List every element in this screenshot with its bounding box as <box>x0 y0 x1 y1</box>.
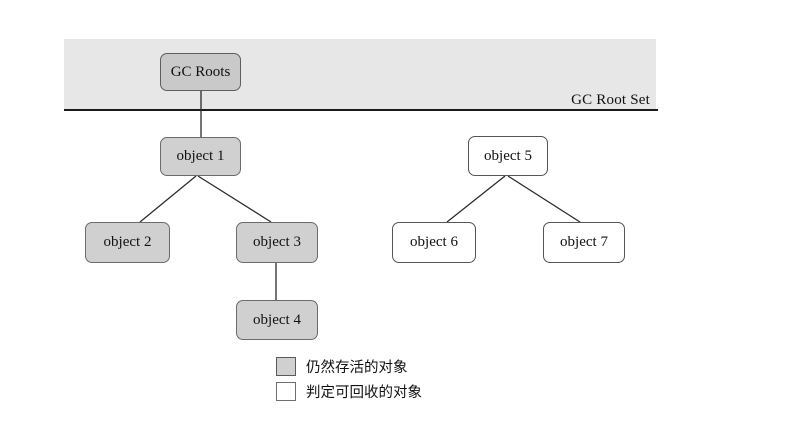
node-label: object 7 <box>560 234 608 250</box>
legend-item-dead: 判定可回收的对象 <box>276 379 422 404</box>
node-gc-roots[interactable]: GC Roots <box>160 53 241 91</box>
node-object2[interactable]: object 2 <box>85 222 170 263</box>
node-object7[interactable]: object 7 <box>543 222 625 263</box>
legend-swatch-dead-icon <box>276 382 296 401</box>
gc-root-set-label: GC Root Set <box>571 92 650 108</box>
edge-object1-to-object2 <box>139 175 197 223</box>
node-object1[interactable]: object 1 <box>160 137 241 176</box>
legend-label-dead: 判定可回收的对象 <box>306 385 422 401</box>
node-label: object 6 <box>410 234 458 250</box>
legend-label-alive: 仍然存活的对象 <box>306 360 408 376</box>
legend: 仍然存活的对象 判定可回收的对象 <box>276 354 422 404</box>
edge-object5-to-object6 <box>446 175 506 223</box>
edge-object5-to-object7 <box>507 175 581 223</box>
legend-item-alive: 仍然存活的对象 <box>276 354 422 379</box>
node-label: object 1 <box>176 148 225 164</box>
node-label: object 3 <box>253 234 301 250</box>
node-label: object 5 <box>484 147 532 164</box>
node-label: object 4 <box>253 311 301 328</box>
node-object3[interactable]: object 3 <box>236 222 318 263</box>
legend-swatch-alive-icon <box>276 357 296 376</box>
node-label: GC Roots <box>170 63 231 80</box>
node-object6[interactable]: object 6 <box>392 222 476 263</box>
edge-object1-to-object3 <box>197 175 272 223</box>
node-object5[interactable]: object 5 <box>468 136 548 176</box>
gc-root-set-band: GC Root Set <box>64 39 656 110</box>
node-object4[interactable]: object 4 <box>236 300 318 340</box>
gc-root-set-boundary-line <box>64 109 658 111</box>
node-label: object 2 <box>103 234 152 250</box>
